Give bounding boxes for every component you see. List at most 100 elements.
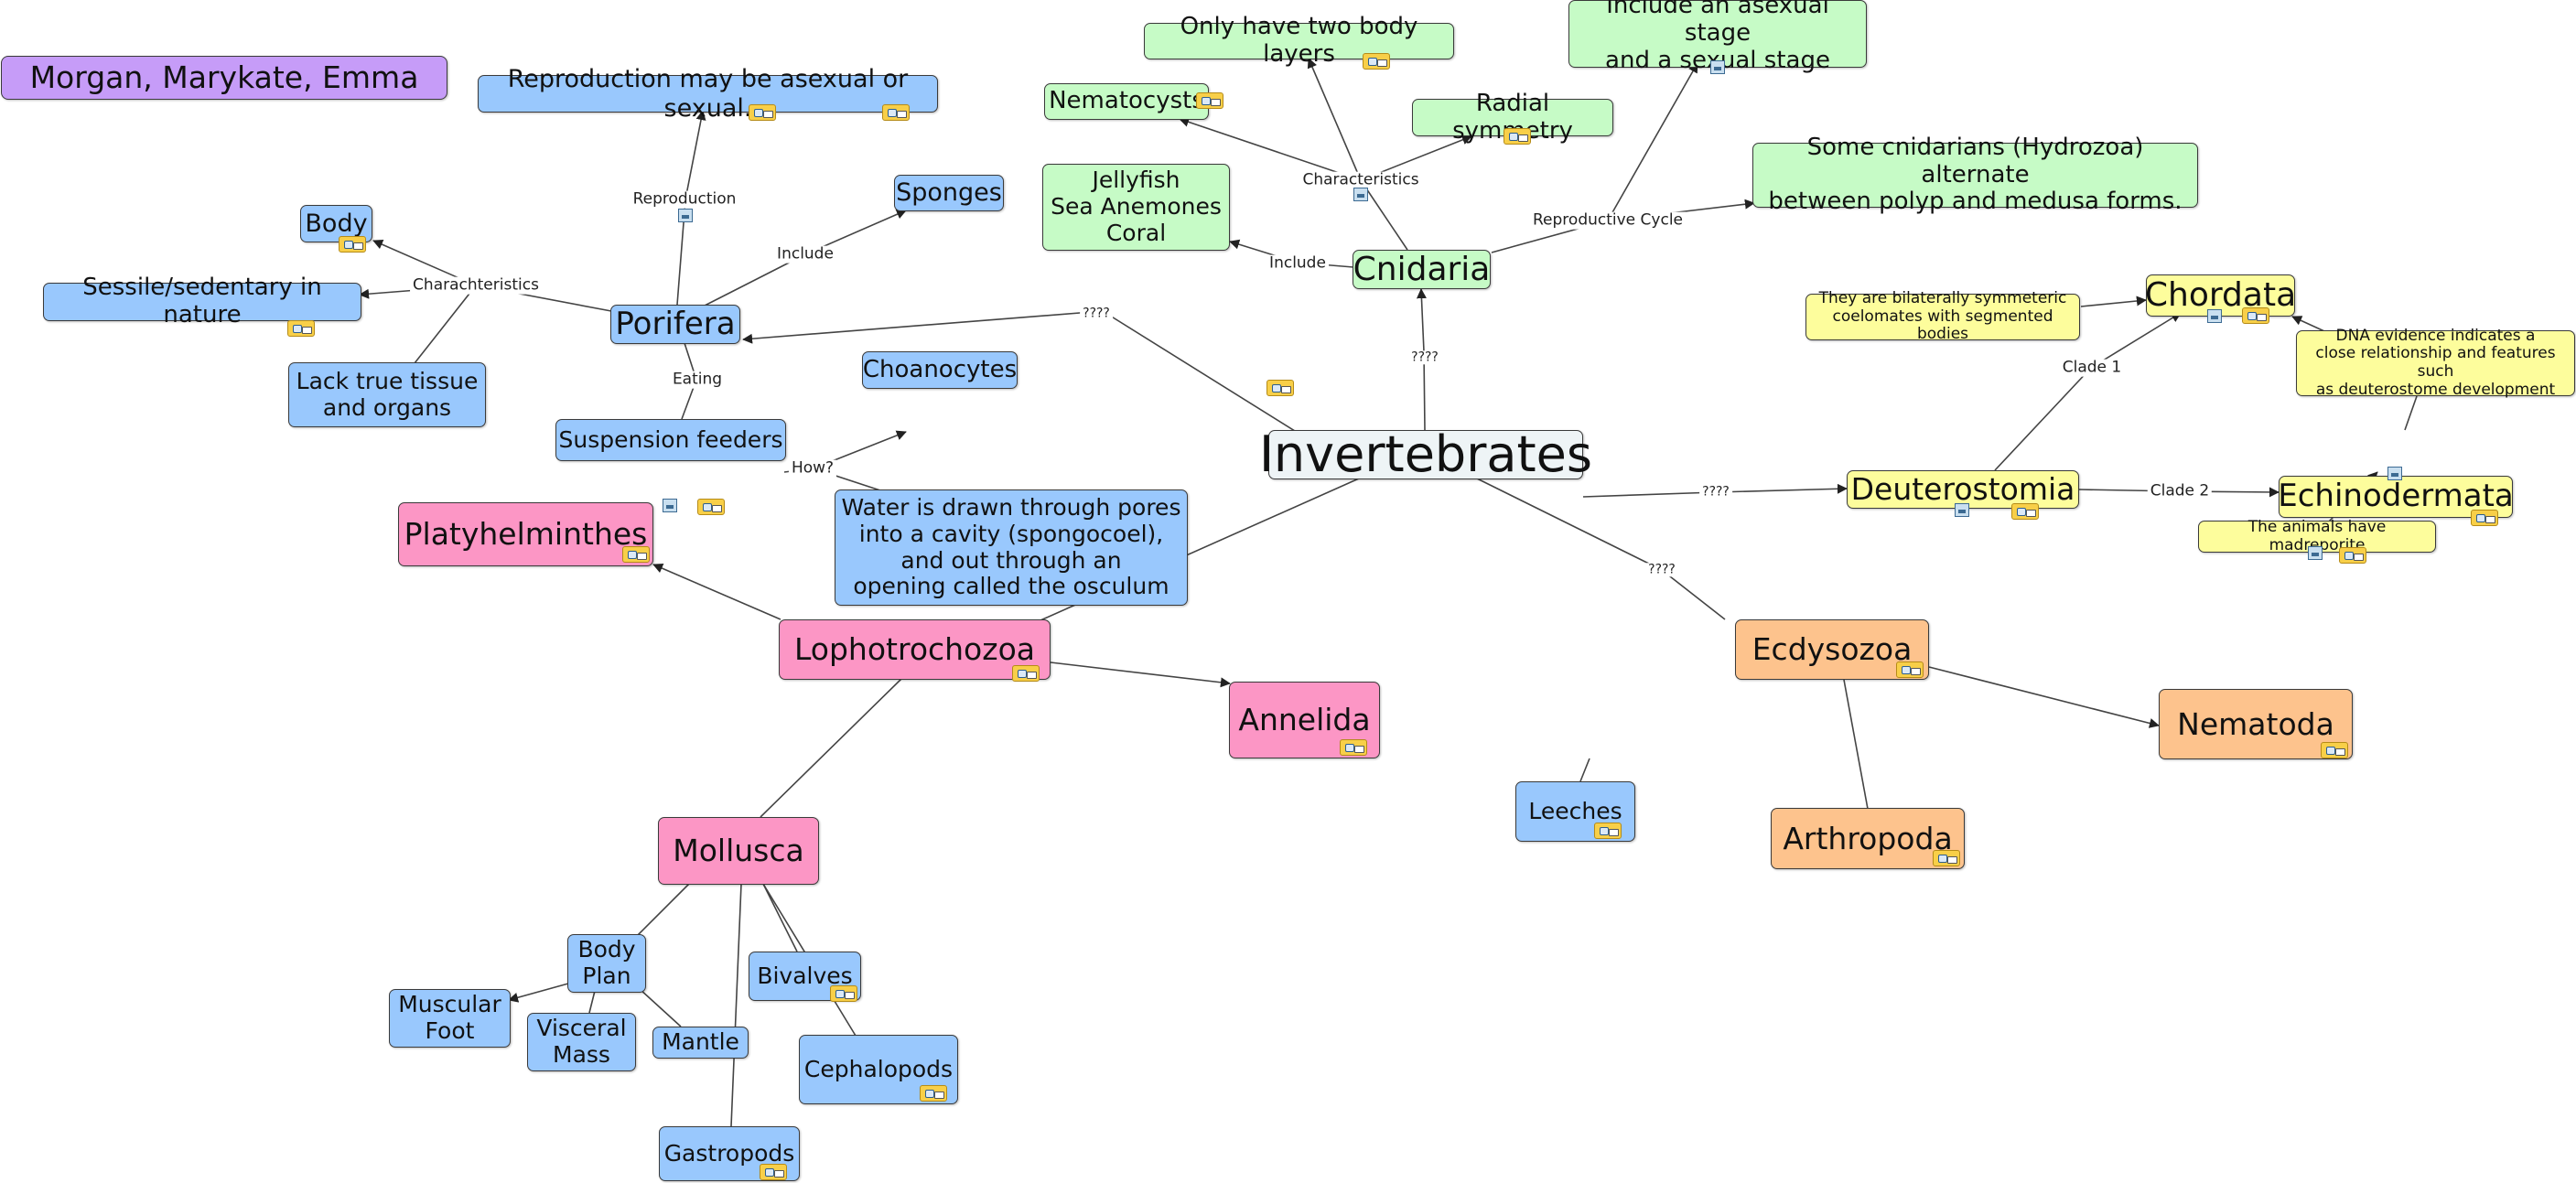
edge-label-cnidaria-question: ???? (1408, 350, 1441, 365)
edge-q-deuterostomia (1715, 483, 1848, 494)
edge-mollusca-bivalves (762, 883, 798, 952)
muscular-foot-node[interactable]: Muscular Foot (389, 989, 511, 1048)
edge-dna-echinodermata (2404, 395, 2418, 431)
sessile-node[interactable]: Sessile/sedentary in nature (43, 274, 361, 328)
edge-characteristics-nematocysts (1179, 117, 1362, 181)
resource-folder-icon[interactable] (749, 104, 776, 121)
edge-bilateral-chordata (2080, 296, 2147, 307)
lophotrochozoa-node[interactable]: Lophotrochozoa (779, 619, 1051, 680)
image-icon[interactable] (2387, 467, 2402, 480)
edge-characteristics-tissue (414, 285, 477, 364)
lack-tissue-node[interactable]: Lack true tissue and organs (288, 362, 486, 427)
image-icon[interactable] (2207, 309, 2222, 323)
edge-bodyplan-foot (508, 983, 569, 1003)
reproduction-text-node[interactable]: Reproduction may be asexual or sexual. (478, 65, 938, 123)
jellyfish-node[interactable]: Jellyfish Sea Anemones Coral (1042, 164, 1230, 251)
image-icon[interactable] (1353, 188, 1368, 201)
edge-mollusca-gastropods (730, 883, 742, 1127)
edge-label-cnidaria-characteristics: Characteristics (1299, 171, 1422, 189)
edge-bodyplan-visceral (588, 990, 596, 1014)
dna-evidence-node[interactable]: DNA evidence indicates a close relations… (2296, 327, 2575, 398)
edge-cnidaria-characteristics (1360, 179, 1408, 251)
resource-folder-icon[interactable] (830, 985, 857, 1002)
nematoda-node[interactable]: Nematoda (2159, 689, 2353, 759)
edge-clade1-chordata (2090, 312, 2182, 369)
edge-ecdysozoa-nematoda (1928, 666, 2160, 728)
mollusca-node[interactable]: Mollusca (658, 817, 819, 885)
resource-folder-icon[interactable] (920, 1085, 947, 1102)
resource-folder-icon[interactable] (882, 104, 910, 121)
resource-folder-icon[interactable] (1933, 850, 1960, 866)
edge-dna-chordata (2291, 316, 2325, 332)
edge-label-clade-1: Clade 1 (2059, 359, 2125, 377)
image-icon[interactable] (663, 499, 677, 512)
two-layers-node[interactable]: Only have two body layers (1144, 13, 1454, 68)
resource-folder-icon[interactable] (1196, 92, 1223, 109)
edge-lopho-platy (652, 563, 781, 620)
edge-invertebrates-deuterostomia (1582, 491, 1717, 498)
resource-folder-icon[interactable] (1266, 380, 1294, 396)
resource-folder-icon[interactable] (2011, 503, 2039, 520)
edge-characteristics-layers (1307, 58, 1362, 181)
mantle-node[interactable]: Mantle (652, 1027, 749, 1059)
edge-annelida-leeches (1579, 758, 1590, 782)
edge-invertebrates-ecdysozoa (1476, 478, 1663, 571)
edge-label-include: Include (774, 245, 836, 263)
body-node[interactable]: Body (300, 205, 372, 242)
resource-folder-icon[interactable] (1896, 661, 1924, 678)
suspension-feeders-node[interactable]: Suspension feeders (555, 419, 786, 461)
resource-folder-icon[interactable] (1012, 665, 1040, 682)
arthropoda-node[interactable]: Arthropoda (1771, 808, 1965, 869)
edge-q-ecdysozoa (1661, 569, 1726, 620)
choanocytes-node[interactable]: Choanocytes (862, 351, 1018, 389)
edge-label-ecdysozoa-question: ???? (1645, 562, 1678, 577)
image-icon[interactable] (1955, 503, 1969, 517)
edge-label-clade-2: Clade 2 (2147, 482, 2213, 500)
visceral-mass-node[interactable]: Visceral Mass (527, 1013, 636, 1071)
resource-folder-icon[interactable] (760, 1164, 787, 1180)
platyhelminthes-node[interactable]: Platyhelminthes (398, 502, 653, 566)
hydrozoa-node[interactable]: Some cnidarians (Hydrozoa) alternate bet… (1752, 134, 2198, 215)
edge-label-reproductive-cycle: Reproductive Cycle (1530, 211, 1686, 230)
resource-folder-icon[interactable] (622, 546, 650, 563)
resource-folder-icon[interactable] (1594, 823, 1622, 839)
nematocysts-node[interactable]: Nematocysts (1044, 83, 1209, 120)
edge-lopho-mollusca (760, 678, 902, 818)
edge-bodyplan-mantle (639, 988, 682, 1027)
asexual-sexual-stage-node[interactable]: Include an asexual stage and a sexual st… (1568, 0, 1867, 74)
chordata-node[interactable]: Chordata (2145, 274, 2296, 317)
cnidaria-node[interactable]: Cnidaria (1353, 250, 1491, 289)
credits-node[interactable]: Morgan, Marykate, Emma (1, 56, 447, 100)
edge-label-deuterostomia-question: ???? (1699, 484, 1732, 500)
edge-label-eating: Eating (669, 371, 726, 389)
resource-folder-icon[interactable] (2242, 307, 2269, 324)
invertebrates-node[interactable]: Invertebrates (1258, 425, 1593, 483)
resource-folder-icon[interactable] (1363, 53, 1390, 70)
edge-label-porifera-question: ???? (1080, 306, 1113, 321)
image-icon[interactable] (1710, 60, 1725, 74)
resource-folder-icon[interactable] (287, 320, 315, 337)
resource-folder-icon[interactable] (2339, 547, 2366, 564)
bilateral-node[interactable]: They are bilaterally symmeteric coelomat… (1805, 289, 2080, 343)
water-drawn-node[interactable]: Water is drawn through pores into a cavi… (835, 489, 1188, 606)
edge-label-how: How? (788, 459, 837, 478)
edge-deuterostomia-clade1 (1994, 367, 2092, 471)
porifera-node[interactable]: Porifera (610, 305, 740, 344)
annelida-node[interactable]: Annelida (1229, 682, 1380, 758)
body-plan-node[interactable]: Body Plan (567, 934, 646, 993)
image-icon[interactable] (2308, 546, 2323, 560)
resource-folder-icon[interactable] (697, 499, 725, 515)
deuterostomia-node[interactable]: Deuterostomia (1847, 470, 2079, 509)
resource-folder-icon[interactable] (1340, 739, 1367, 756)
edge-cycle-stages (1607, 62, 1698, 221)
image-icon[interactable] (678, 209, 693, 222)
edge-label-cnidaria-include: Include (1266, 254, 1329, 273)
resource-folder-icon[interactable] (2321, 742, 2348, 758)
edge-lopho-annelida (1050, 661, 1231, 688)
resource-folder-icon[interactable] (1504, 128, 1531, 145)
sponges-node[interactable]: Sponges (894, 175, 1004, 211)
edge-label-reproduction: Reproduction (630, 190, 739, 209)
resource-folder-icon[interactable] (2471, 510, 2498, 526)
resource-folder-icon[interactable] (339, 236, 366, 253)
edge-label-characteristics: Charachteristics (410, 276, 542, 295)
